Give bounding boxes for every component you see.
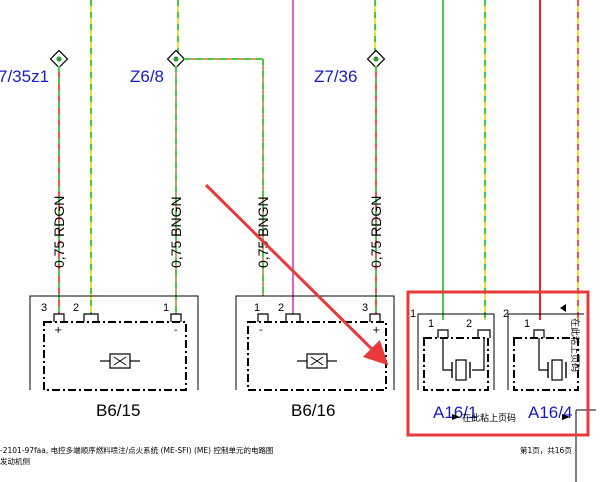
component-a16-4 bbox=[507, 313, 584, 391]
a16-4-vertical-note: 在此粘上页码 bbox=[569, 318, 581, 372]
a16-1-label: A16/1 bbox=[433, 403, 477, 422]
branch-wire-z6-8 bbox=[184, 58, 264, 296]
b6-15-plus: + bbox=[54, 325, 62, 336]
connector-label-right: Z7/36 bbox=[314, 67, 357, 86]
b6-16-label: B6/16 bbox=[291, 401, 335, 420]
page-tab-markers bbox=[452, 304, 570, 420]
b6-15-pin-2: 2 bbox=[73, 302, 79, 314]
connector-diamond-mid bbox=[166, 49, 186, 69]
wire-code-3: 0,75 BNGN bbox=[255, 196, 271, 268]
footer-subtitle: 发动机侧 bbox=[0, 456, 30, 466]
highlight-box bbox=[406, 290, 590, 437]
b6-15-pin-1: 1 bbox=[163, 302, 169, 314]
b6-15-minus: - bbox=[174, 325, 178, 336]
b6-16-minus: - bbox=[259, 325, 263, 336]
a16-4-pin-1: 1 bbox=[524, 318, 530, 330]
b6-16-pin-3: 3 bbox=[362, 302, 368, 314]
wire-code-4: 0,75 RDGN bbox=[368, 196, 384, 268]
footer-page-number: 第1页，共16页 bbox=[520, 445, 572, 455]
connector-diamond-left bbox=[49, 49, 69, 69]
connector-label-mid: Z6/8 bbox=[130, 67, 164, 86]
component-a16-1 bbox=[417, 313, 495, 391]
b6-16-pin-1: 1 bbox=[254, 302, 260, 314]
page-number-note: 在此粘上页码 bbox=[462, 412, 516, 424]
wire-code-1: 0,75 RDGN bbox=[51, 196, 67, 268]
b6-15-pin-3: 3 bbox=[41, 302, 47, 314]
highlight-arrow bbox=[204, 183, 389, 366]
a16-4-label: A16/4 bbox=[528, 403, 572, 422]
footer-doc-title: -2101-97faa, 电控多端顺序燃料喷注/点火系统 (ME-SFI) (M… bbox=[0, 445, 273, 455]
a16-1-group: 1 bbox=[410, 308, 416, 320]
a16-1-pin-1: 1 bbox=[428, 318, 434, 330]
connector-diamond-right bbox=[366, 49, 386, 69]
a16-1-pin-2: 2 bbox=[466, 318, 472, 330]
a16-4-group: 2 bbox=[503, 308, 509, 320]
component-b6-15 bbox=[29, 295, 199, 391]
wire-code-2: 0,75 BNGN bbox=[168, 196, 184, 268]
b6-15-label: B6/15 bbox=[96, 401, 140, 420]
b6-16-pin-2: 2 bbox=[278, 302, 284, 314]
connector-label-left: 7/35z1 bbox=[0, 67, 49, 86]
b6-16-plus: + bbox=[372, 325, 380, 336]
